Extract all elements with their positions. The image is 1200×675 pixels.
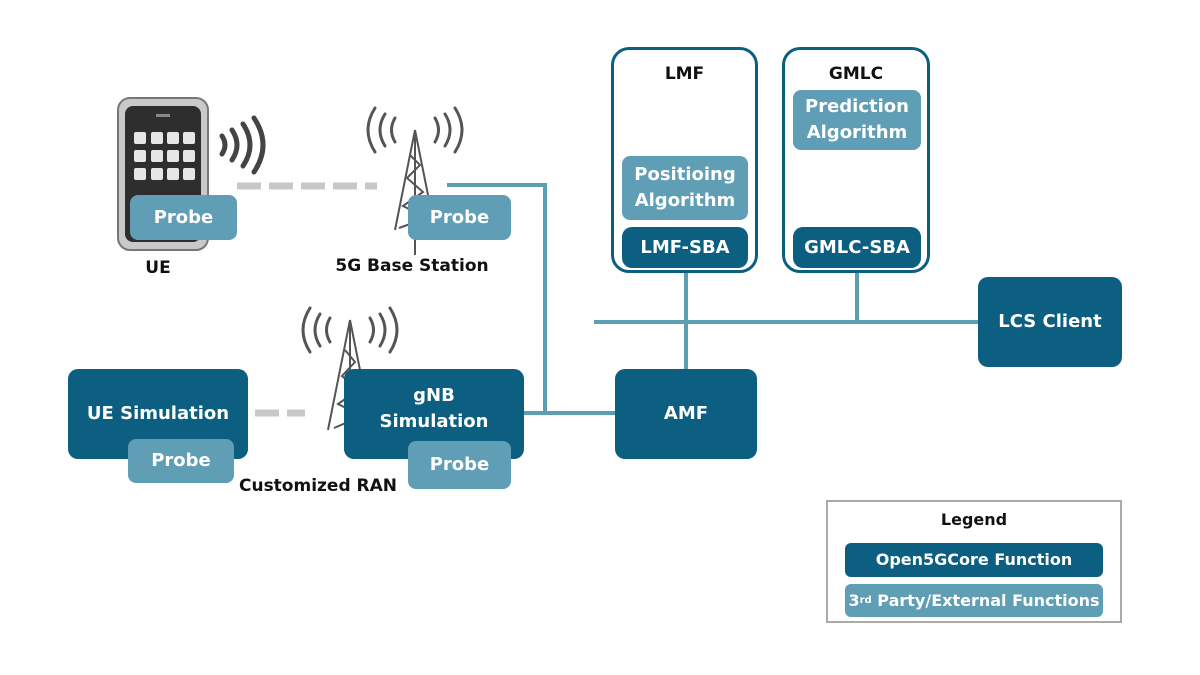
legend <box>826 500 1122 623</box>
gmlc-title: GMLC <box>828 64 884 84</box>
legend-external-prefix: 3 <box>848 590 860 610</box>
ue-simulation-probe[interactable]: Probe <box>128 439 234 483</box>
base-station-label: 5G Base Station <box>335 256 489 276</box>
ue-label: UE <box>145 258 171 278</box>
lcs-client[interactable]: LCS Client <box>978 277 1122 367</box>
lmf-sba[interactable]: LMF-SBA <box>622 227 748 268</box>
base-station-probe[interactable]: Probe <box>408 195 511 240</box>
gmlc-sba[interactable]: GMLC-SBA <box>793 227 921 268</box>
gnb-simulation-probe[interactable]: Probe <box>408 441 511 489</box>
ue-probe[interactable]: Probe <box>130 195 237 240</box>
signal-waves-icon <box>219 115 266 175</box>
historical-data[interactable]: Historical Data <box>813 167 910 214</box>
prediction-algorithm[interactable]: Prediction Algorithm <box>793 90 921 150</box>
legend-title: Legend <box>940 510 1008 529</box>
amf[interactable]: AMF <box>615 369 757 459</box>
bs-to-amf-link <box>447 183 615 415</box>
legend-core-function: Open5GCore Function <box>845 543 1103 577</box>
customized-ran-label: Customized RAN <box>238 476 398 496</box>
legend-external-rest: Party/External Functions <box>871 590 1100 610</box>
positioning-algorithm[interactable]: Positioing Algorithm <box>622 156 748 220</box>
lmf-title: LMF <box>664 64 705 84</box>
